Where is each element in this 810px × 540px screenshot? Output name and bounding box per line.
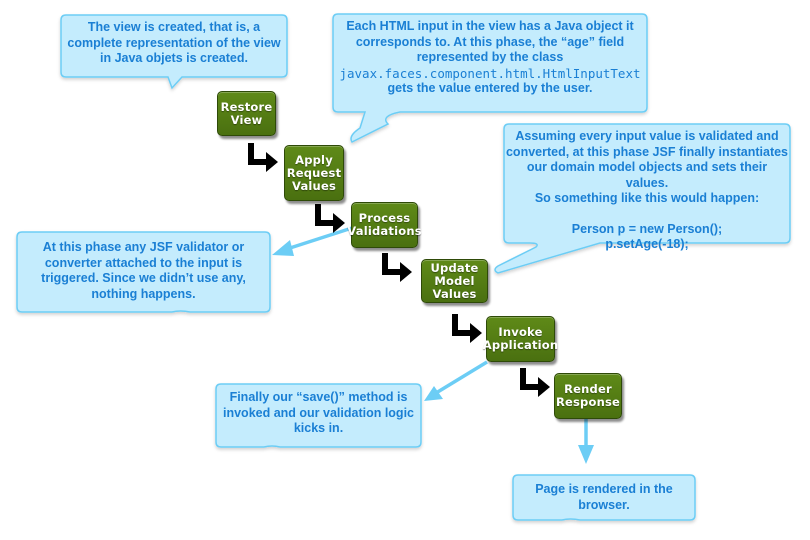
callout-restore-view: [60, 14, 288, 90]
text-line: converted, at this phase JSF finally ins…: [505, 144, 789, 159]
callout-apply-request-values: [332, 13, 648, 143]
callout-update-model-values: [494, 123, 791, 274]
phase-label: Restore: [220, 99, 273, 114]
text-line: browser.: [578, 497, 630, 512]
text-line: corresponds to. At this phase, the “age”…: [355, 34, 625, 49]
pointer-arrow-invoke-application: [424, 360, 488, 401]
callout-restore-view-text: The view is created, that is, a complete…: [61, 20, 287, 67]
callout-process-validations: [16, 231, 271, 313]
text-line: converter attached to the input is: [44, 255, 243, 270]
phase-label: Process: [358, 211, 411, 225]
phase-label: Request: [286, 165, 342, 180]
callout-render-response: [512, 474, 696, 521]
phase-label: Invoke: [498, 325, 543, 339]
phase-restore-view: Restore View: [217, 91, 276, 136]
text-line: represented by the class: [416, 50, 564, 64]
text-line: So something like this would happen:: [534, 191, 760, 205]
pointer-arrow-render-response: [578, 418, 594, 464]
step-arrow-5: [520, 368, 550, 397]
phase-label: View: [230, 112, 263, 127]
text-line: Page is rendered in the: [535, 482, 673, 496]
text-line: our domain model objects and sets their …: [526, 160, 768, 190]
step-arrow-4: [452, 314, 482, 343]
callout-invoke-application: [215, 383, 422, 448]
text-line: nothing happens.: [91, 286, 196, 301]
phase-label: Update: [430, 260, 479, 275]
phase-label: Model: [434, 273, 475, 288]
pointer-arrow-process-validations: [272, 226, 353, 256]
phase-invoke-application: Invoke Application: [483, 316, 558, 362]
text-line: gets the value entered by the user.: [387, 81, 593, 95]
text-line: complete representation of the view: [67, 35, 281, 50]
text-line: Each HTML input in the view has a Java o…: [346, 19, 634, 33]
phase-label: Validations: [347, 224, 422, 238]
phase-update-model-values: Update Model Values: [421, 259, 488, 303]
phase-label: Response: [555, 395, 621, 409]
text-line: Assuming every input value is validated …: [515, 129, 779, 143]
text-line: The view is created, that is, a: [87, 20, 261, 34]
text-line: triggered. Since we didn’t use any,: [41, 271, 246, 285]
phase-label: Values: [432, 286, 477, 301]
text-line: Finally our “save()” method is: [229, 390, 408, 404]
phase-label: Render: [564, 382, 612, 396]
step-arrow-1: [248, 143, 278, 172]
code-class-name: javax.faces.component.html.HtmlInputText: [339, 65, 641, 81]
code-line: p.setAge(-18);: [605, 237, 689, 251]
callout-process-validations-text: At this phase any JSF validator or conve…: [17, 240, 270, 302]
text-line: invoked and our validation logic: [223, 405, 414, 420]
phase-label: Application: [482, 338, 559, 352]
phase-process-validations: Process Validations: [347, 202, 422, 248]
callout-render-response-text: Page is rendered in the browser.: [513, 482, 695, 513]
text-line: kicks in.: [293, 421, 344, 435]
step-arrow-2: [315, 204, 345, 233]
text-line: in Java objets is created.: [100, 51, 248, 65]
phase-label: Apply: [295, 152, 333, 167]
callout-update-model-values-text: Assuming every input value is validated …: [504, 129, 790, 253]
text-line: At this phase any JSF validator or: [42, 240, 245, 254]
phase-label: Values: [291, 178, 336, 193]
phase-apply-request-values: Apply Request Values: [284, 145, 344, 201]
callout-apply-request-values-text: Each HTML input in the view has a Java o…: [333, 19, 647, 97]
code-line: Person p = new Person();: [571, 221, 723, 236]
callout-invoke-application-text: Finally our “save()” method is invoked a…: [216, 390, 421, 437]
step-arrow-3: [382, 253, 412, 282]
phase-render-response: Render Response: [554, 373, 622, 419]
